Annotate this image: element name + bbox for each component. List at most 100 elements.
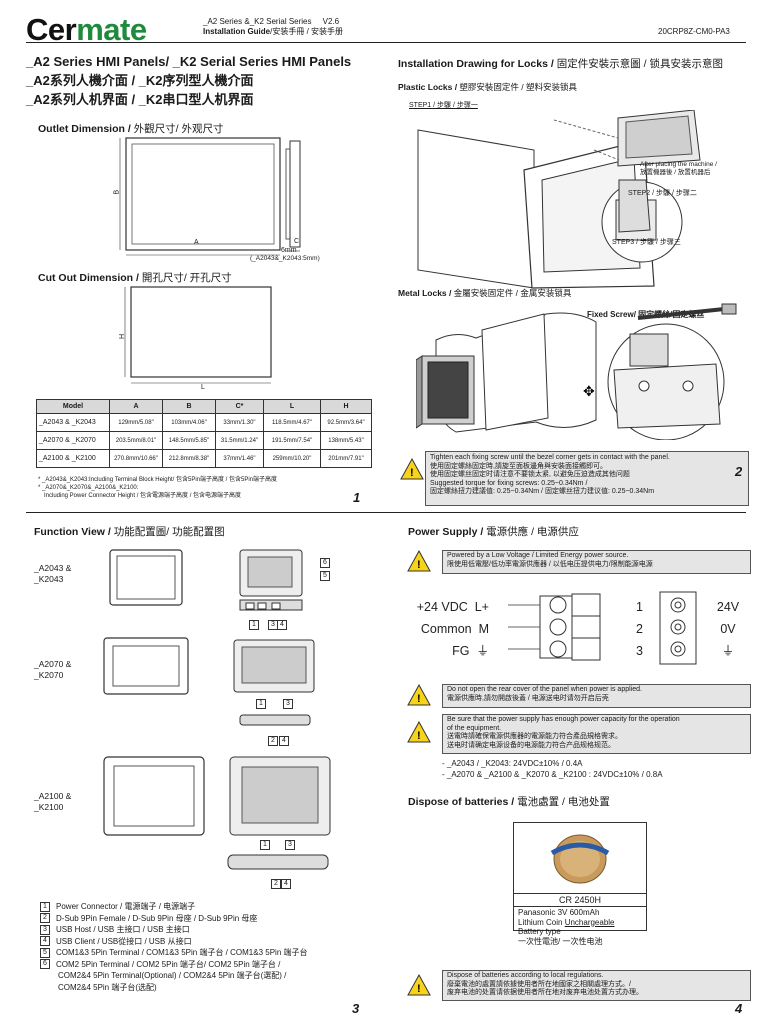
page-number: 1	[353, 490, 361, 505]
page-number: 3	[352, 1001, 360, 1016]
list-item-cont: COM2&4 5Pin 端子台(选配)	[58, 982, 157, 992]
table-cell: 259mm/10.20"	[263, 449, 321, 468]
battery-card: CR 2450H Panasonic 3V 600mAh Lithium Coi…	[513, 822, 647, 946]
page-number: 2	[735, 464, 743, 479]
warning-icon: !	[407, 684, 431, 706]
middle-divider	[26, 512, 746, 513]
cutout-drawing	[124, 286, 272, 384]
power-source-warning: ! Powered by a Low Voltage / Limited Ene…	[407, 550, 751, 574]
dim-b-text: B	[113, 189, 121, 195]
warning-icon: !	[400, 458, 424, 480]
table-row: _A2070 & _K2070 203.5mm/8.01" 148.5mm/5.…	[36, 431, 372, 450]
fixed-screw-label: Fixed Screw/ 固定螺絲/固定螺丝	[587, 310, 705, 319]
battery-disposal-warning: ! Dispose of batteries according to loca…	[407, 970, 751, 1001]
table-cell: 138mm/5.43"	[320, 431, 372, 450]
page-title: _A2 Series HMI Panels/ _K2 Serial Series…	[26, 52, 351, 109]
model-label-2070: _A2070 &_K2070	[34, 659, 72, 680]
battery-image	[514, 823, 646, 894]
table-cell: _A2043 & _K2043	[36, 413, 110, 432]
header-guide-sub: /安装手冊 / 安装手册	[270, 27, 344, 36]
table-cell: 31.5mm/1.24"	[215, 431, 264, 450]
title-line-2: _A2系列人機介面 / _K2序列型人機介面	[26, 73, 254, 88]
table-cell: 103mm/4.06"	[162, 413, 216, 432]
list-item-cont: COM2&4 5Pin Terminal(Optional) / COM2&4 …	[58, 971, 287, 980]
table-header: C*	[215, 399, 264, 414]
power-capacity-warning: ! Be sure that the power supply has enou…	[407, 714, 751, 754]
power-heading: Power Supply / 電源供應 / 电源供应	[408, 526, 579, 538]
warning-icon: !	[407, 550, 431, 572]
svg-text:!: !	[417, 730, 421, 742]
battery-model: CR 2450H	[514, 894, 646, 907]
svg-text:!: !	[417, 693, 421, 705]
header-version: V2.6	[322, 17, 340, 26]
warning-icon: !	[407, 721, 431, 743]
dim-c-text: C	[294, 238, 300, 245]
warning-icon: !	[407, 974, 431, 996]
metal-locks-heading: Metal Locks / 金屬安裝固定件 / 金属安装锁具	[398, 288, 572, 298]
table-row: _A2043 & _K2043 129mm/5.08" 103mm/4.06" …	[36, 413, 372, 432]
table-cell: 92.5mm/3.64"	[320, 413, 372, 432]
callout-2: 2	[271, 879, 287, 889]
step2-label: STEP2 / 步驟 / 步骤二	[628, 190, 697, 197]
power-pin-names: +24 VDC L+ Common M FG ⏚	[416, 600, 489, 658]
dim-depth-note: (_A2043&_K2043:5mm)	[250, 255, 320, 262]
table-row: _A2100 & _K2100 270.8mm/10.66" 212.8mm/8…	[36, 449, 372, 468]
dim-a-text: A	[194, 239, 199, 246]
model-label-2043: _A2043 &_K2043	[34, 563, 72, 584]
svg-text:!: !	[410, 467, 414, 479]
plastic-locks-drawing	[417, 110, 701, 289]
step3-label: STEP3 / 步驟 / 步骤三	[612, 239, 681, 246]
table-cell: 118.5mm/4.67"	[263, 413, 321, 432]
table-header: B	[162, 399, 216, 414]
rear-cover-warning: ! Do not open the rear cover of the pane…	[407, 684, 751, 708]
title-line-1: _A2 Series HMI Panels/ _K2 Serial Series…	[26, 54, 352, 69]
after-placing-note: After placing the machine / 放置機器後 / 放置机器…	[640, 161, 717, 176]
header-series: _A2 Series &_K2 Serial Series V2.6 Insta…	[203, 17, 344, 36]
svg-text:!: !	[417, 983, 421, 995]
outlet-heading: Outlet Dimension / 外觀尺寸/ 外观尺寸	[38, 123, 224, 135]
callout-1: 1	[260, 840, 276, 850]
table-header: H	[320, 399, 372, 414]
callout-1: 1	[256, 699, 272, 709]
doc-code: 20CRP8Z-CM0-PA3	[658, 27, 730, 36]
table-note: Including Power Connector Height / 包含電源端…	[44, 493, 242, 499]
table-notes: * _A2043&_K2043:Including Terminal Block…	[38, 476, 277, 500]
battery-specs: Panasonic 3V 600mAh Lithium Coin Uncharg…	[518, 908, 615, 946]
table-cell: 201mm/7.91"	[320, 449, 372, 468]
dim-depth: 6mm	[281, 247, 297, 254]
table-cell: 270.8mm/10.66"	[109, 449, 163, 468]
plastic-locks-heading: Plastic Locks / 塑膠安裝固定件 / 塑料安装锁具	[398, 82, 578, 92]
function-view-heading: Function View / 功能配置圖/ 功能配置图	[34, 526, 225, 538]
table-cell: 191.5mm/7.54"	[263, 431, 321, 450]
table-cell: _A2100 & _K2100	[36, 449, 110, 468]
table-note: * _A2043&_K2043:Including Terminal Block…	[38, 477, 277, 483]
callout-6: 6	[320, 558, 336, 568]
callout-3: 3	[285, 840, 301, 850]
table-cell: 129mm/5.08"	[109, 413, 163, 432]
battery-heading: Dispose of batteries / 電池處置 / 电池处置	[408, 796, 610, 808]
callout-4: 4	[281, 879, 297, 889]
brand-logo: Cermate	[26, 12, 147, 47]
locks-heading: Installation Drawing for Locks / 固定件安裝示意…	[398, 58, 723, 70]
table-header: A	[109, 399, 163, 414]
table-cell: 37mm/1.46"	[215, 449, 264, 468]
power-wiring-diagram	[508, 591, 697, 665]
dimension-table: Model A B C* L H _A2043 & _K2043 129mm/5…	[36, 399, 372, 468]
callout-1: 1	[249, 620, 265, 630]
callout-4: 4	[277, 620, 293, 630]
callout-3: 3	[283, 699, 299, 709]
torque-warning: ! Tighten each fixing screw until the be…	[400, 451, 749, 506]
svg-text:!: !	[417, 559, 421, 571]
dim-h-text: H	[119, 333, 127, 340]
step1-label: STEP1 / 步驟 / 步骤一	[409, 102, 478, 109]
function-view-drawings	[103, 549, 331, 870]
table-cell: _A2070 & _K2070	[36, 431, 110, 450]
